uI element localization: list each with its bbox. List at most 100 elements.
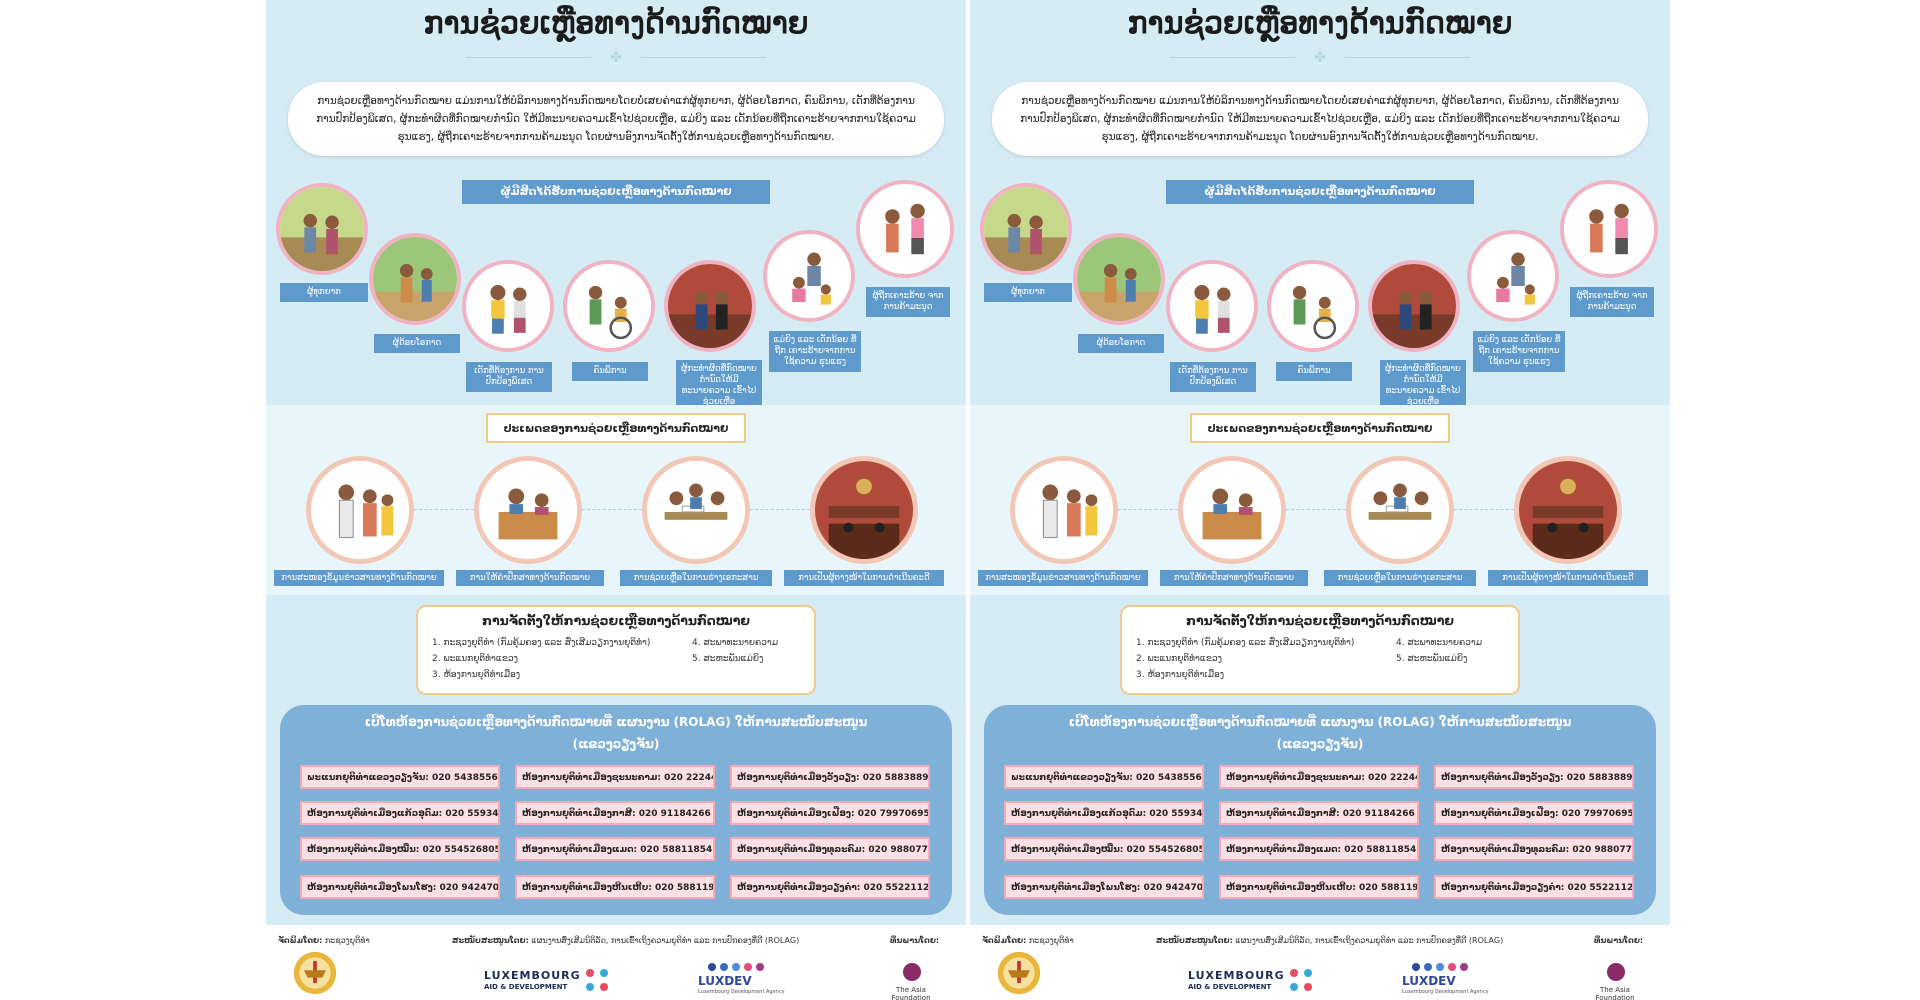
- luxembourg-aid-logo: LUXEMBOURG AID & DEVELOPMENT: [1188, 965, 1318, 995]
- ministry-emblem-icon: [997, 951, 1041, 995]
- connector-line: [1286, 509, 1346, 510]
- provider-item: 1. ກະຊວງຍຸຕິທຳ (ກົມຄຸ້ມຄອງ ແລະ ສົ່ງເສີມວ…: [1136, 638, 1355, 648]
- provider-item: 1. ກະຊວງຍຸຕິທຳ (ກົມຄຸ້ມຄອງ ແລະ ສົ່ງເສີມວ…: [432, 638, 651, 648]
- disabled-people-image: [563, 260, 655, 352]
- poster-title: ການຊ່ວຍເຫຼືອທາງດ້ານກົດໝາຍ: [1127, 6, 1513, 41]
- phone-cell: ຫ້ອງການຍຸຕິທຳເມືອງແມດ: 020 58811854: [515, 837, 715, 861]
- intro-text: ການຊ່ວຍເຫຼືອທາງດ້ານກົດໝາຍ ແມ່ນການໃຫ້ບໍລິ…: [288, 82, 944, 156]
- luxdev-logo: LUXDEV Luxembourg Development Agency: [698, 962, 785, 996]
- disadvantaged-image: [369, 233, 461, 325]
- luxdev-dots-icon: [708, 963, 764, 971]
- phone-directory: ເບີໂທຫ້ອງການຊ່ວຍເຫຼືອທາງດ້ານກົດໝາຍທີ່ ແຜ…: [984, 705, 1656, 915]
- providers-heading: ການຈັດຕັ້ງໃຫ້ການຊ່ວຍເຫຼືອທາງດ້ານກົດໝາຍ: [1186, 613, 1454, 628]
- children-protection-image: [1166, 260, 1258, 352]
- poor-people-image: [980, 183, 1072, 275]
- phone-cell: ຫ້ອງການຍຸຕິທຳເມືອງແມດ: 020 58811854: [1219, 837, 1419, 861]
- type-label-drafting: ການຊ່ວຍເຫຼືອໃນການຮ່າງເອກະສານ: [1324, 570, 1476, 586]
- court-representation-image: [810, 456, 918, 564]
- phone-cell: ຫ້ອງການຍຸຕິທຳເມືອງເຟືອງ: 020 79970695: [1434, 801, 1634, 825]
- ministry-emblem-icon: [293, 951, 337, 995]
- phone-heading: ເບີໂທຫ້ອງການຊ່ວຍເຫຼືອທາງດ້ານກົດໝາຍທີ່ ແຜ…: [1068, 715, 1572, 729]
- phone-cell: ຫ້ອງການຍຸຕິທຳເມືອງແກ້ວອຸດົມ: 020 5593410…: [1004, 801, 1204, 825]
- phone-cell: ພະແນກຍຸຕິທຳແຂວງວຽງຈັນ: 020 54385565: [1004, 765, 1204, 789]
- footer: [266, 925, 966, 1000]
- connector-line: [582, 509, 642, 510]
- type-label-drafting: ການຊ່ວຍເຫຼືອໃນການຮ່າງເອກະສານ: [620, 570, 772, 586]
- document-drafting-image: [642, 456, 750, 564]
- trafficking-victims-image: [1560, 180, 1658, 278]
- asia-foundation-mark-icon: [903, 963, 921, 981]
- phone-cell: ຫ້ອງການຍຸຕິທຳເມືອງຊະນະຄາມ: 020 22244611: [1219, 765, 1419, 789]
- luxdev-logo: LUXDEV Luxembourg Development Agency: [1402, 962, 1489, 996]
- phone-cell: ຫ້ອງການຍຸຕິທຳເມືອງໝື່ນ: 020 554526805: [1004, 837, 1204, 861]
- phone-heading: ເບີໂທຫ້ອງການຊ່ວຍເຫຼືອທາງດ້ານກົດໝາຍທີ່ ແຜ…: [364, 715, 868, 729]
- type-label-information: ການສະໜອງຂໍ້ມູນຂ່າວສານທາງດ້ານກົດໝາຍ: [978, 570, 1148, 586]
- providers-box: ການຈັດຕັ້ງໃຫ້ການຊ່ວຍເຫຼືອທາງດ້ານກົດໝາຍ 1…: [1120, 605, 1520, 695]
- providers-list-2: 4. ສະພາທະນາຍຄວາມ 5. ສະຫະພັນແມ່ຍິງ: [692, 635, 778, 667]
- phone-cell: ຫ້ອງການຍຸຕິທຳເມືອງໂພນໂຮງ: 020 94247094: [300, 875, 500, 899]
- beneficiaries-heading: ຜູ້ມີສິດໄດ້ຮັບການຊ່ວຍເຫຼືອທາງດ້ານກົດໝາຍ: [1166, 180, 1474, 204]
- poor-people-image: [276, 183, 368, 275]
- trafficking-victims-image: [856, 180, 954, 278]
- providers-list-1: 1. ກະຊວງຍຸຕິທຳ (ກົມຄຸ້ມຄອງ ແລະ ສົ່ງເສີມວ…: [1136, 635, 1354, 683]
- types-heading: ປະເພດຂອງການຊ່ວຍເຫຼືອທາງດ້ານກົດໝາຍ: [486, 413, 746, 443]
- type-label-information: ການສະໜອງຂໍ້ມູນຂ່າວສານທາງດ້ານກົດໝາຍ: [274, 570, 444, 586]
- phone-subheading: (ແຂວງວຽງຈັນ): [572, 737, 660, 751]
- violence-victims-image: [1467, 230, 1559, 322]
- poster-right: ການຊ່ວຍເຫຼືອທາງດ້ານກົດໝາຍ ✤ ການຊ່ວຍເຫຼືອ…: [970, 0, 1670, 1000]
- asia-foundation-logo: The Asia Foundation: [876, 962, 946, 1000]
- phone-cell: ຫ້ອງການຍຸຕິທຳເມືອງວັງວຽງ: 020 58838899: [1434, 765, 1634, 789]
- phone-cell: ຫ້ອງການຍຸຕິທຳເມືອງວຽງຄຳ: 020 55221127: [1434, 875, 1634, 899]
- providers-list-2: 4. ສະພາທະນາຍຄວາມ 5. ສະຫະພັນແມ່ຍິງ: [1396, 635, 1482, 667]
- phone-cell: ຫ້ອງການຍຸຕິທຳເມືອງແກ້ວອຸດົມ: 020 5593410…: [300, 801, 500, 825]
- beneficiary-label-violence-victims: ແມ່ຍິງ ແລະ ເດັກນ້ອຍ ທີ່ຖືກ ເຄາະຮ້າຍຈາກກາ…: [1473, 331, 1565, 372]
- legal-information-image: [306, 456, 414, 564]
- phone-cell: ຫ້ອງການຍຸຕິທຳເມືອງໂພນໂຮງ: 020 94247094: [1004, 875, 1204, 899]
- disabled-people-image: [1267, 260, 1359, 352]
- supported-by: ສະໜັບສະໜູນໂດຍ: ແຜນງານສົ່ງເສີມນິຕິລັດ, ກາ…: [1156, 936, 1504, 945]
- beneficiary-label-disadvantaged: ຜູ້ດ້ອຍໂອກາດ: [1078, 334, 1164, 353]
- ornament-divider: ✤: [1170, 50, 1470, 66]
- provider-item: 4. ສະພາທະນາຍຄວາມ: [1396, 638, 1483, 648]
- beneficiary-label-children: ເດັກທີ່ຕ້ອງການ ການປົກປ້ອງພິເສດ: [1170, 362, 1256, 392]
- ornament-divider: ✤: [466, 50, 766, 66]
- beneficiary-label-children: ເດັກທີ່ຕ້ອງການ ການປົກປ້ອງພິເສດ: [466, 362, 552, 392]
- legal-advice-image: [1178, 456, 1286, 564]
- supported-by: ສະໜັບສະໜູນໂດຍ: ແຜນງານສົ່ງເສີມນິຕິລັດ, ກາ…: [452, 936, 800, 945]
- printed-by: ຈັດພິມໂດຍ: ກະຊວງຍຸຕິທຳ: [278, 936, 370, 945]
- violence-victims-image: [763, 230, 855, 322]
- luxembourg-aid-mark-icon: [1290, 969, 1312, 991]
- type-label-advice: ການໃຫ້ຄຳປຶກສາທາງດ້ານກົດໝາຍ: [1160, 570, 1308, 586]
- offenders-image: [664, 260, 756, 352]
- providers-list-1: 1. ກະຊວງຍຸຕິທຳ (ກົມຄຸ້ມຄອງ ແລະ ສົ່ງເສີມວ…: [432, 635, 650, 683]
- phone-cell: ຫ້ອງການຍຸຕິທຳເມືອງຊະນະຄາມ: 020 22244611: [515, 765, 715, 789]
- beneficiary-label-offenders: ຜູ້ກະທຳຜິດທີ່ກົດໝາຍ ກຳນົດໃຫ້ມີທະນາຍຄວາມ …: [676, 360, 762, 412]
- beneficiary-label-poor: ຜູ້ທຸກຍາກ: [984, 283, 1072, 302]
- provider-item: 3. ຫ້ອງການຍຸຕິທຳເມືອງ: [432, 670, 521, 680]
- type-label-representation: ການເປັນຜູ້ຕາງໜ້າໃນການດຳເນີນຄະດີ: [784, 570, 944, 586]
- phone-directory: ເບີໂທຫ້ອງການຊ່ວຍເຫຼືອທາງດ້ານກົດໝາຍທີ່ ແຜ…: [280, 705, 952, 915]
- disadvantaged-image: [1073, 233, 1165, 325]
- asia-foundation-logo: The Asia Foundation: [1580, 962, 1650, 1000]
- connector-line: [750, 509, 810, 510]
- connector-line: [1118, 509, 1178, 510]
- phone-cell: ພະແນກຍຸຕິທຳແຂວງວຽງຈັນ: 020 54385565: [300, 765, 500, 789]
- phone-cell: ຫ້ອງການຍຸຕິທຳເມືອງຫີນເຫີບ: 020 58811941: [1219, 875, 1419, 899]
- providers-heading: ການຈັດຕັ້ງໃຫ້ການຊ່ວຍເຫຼືອທາງດ້ານກົດໝາຍ: [482, 613, 750, 628]
- phone-cell: ຫ້ອງການຍຸຕິທຳເມືອງກາສີ: 020 91184266: [1219, 801, 1419, 825]
- phone-subheading: (ແຂວງວຽງຈັນ): [1276, 737, 1364, 751]
- poster-left: ການຊ່ວຍເຫຼືອທາງດ້ານກົດໝາຍ ✤ ການຊ່ວຍເຫຼືອ…: [266, 0, 966, 1000]
- provider-item: 5. ສະຫະພັນແມ່ຍິງ: [1396, 654, 1468, 664]
- provider-item: 2. ພະແນກຍຸຕິທຳແຂວງ: [1136, 654, 1223, 664]
- phone-cell: ຫ້ອງການຍຸຕິທຳເມືອງວຽງຄຳ: 020 55221127: [730, 875, 930, 899]
- phone-cell: ຫ້ອງການຍຸຕິທຳເມືອງທຸລະຄົມ: 020 98807749: [730, 837, 930, 861]
- phone-cell: ຫ້ອງການຍຸຕິທຳເມືອງໝື່ນ: 020 554526805: [300, 837, 500, 861]
- intro-text: ການຊ່ວຍເຫຼືອທາງດ້ານກົດໝາຍ ແມ່ນການໃຫ້ບໍລິ…: [992, 82, 1648, 156]
- phone-cell: ຫ້ອງການຍຸຕິທຳເມືອງເຟືອງ: 020 79970695: [730, 801, 930, 825]
- provider-item: 2. ພະແນກຍຸຕິທຳແຂວງ: [432, 654, 519, 664]
- phone-cell: ຫ້ອງການຍຸຕິທຳເມືອງທຸລະຄົມ: 020 98807749: [1434, 837, 1634, 861]
- provider-item: 5. ສະຫະພັນແມ່ຍິງ: [692, 654, 764, 664]
- phone-cell: ຫ້ອງການຍຸຕິທຳເມືອງກາສີ: 020 91184266: [515, 801, 715, 825]
- phone-cell: ຫ້ອງການຍຸຕິທຳເມືອງຫີນເຫີບ: 020 58811941: [515, 875, 715, 899]
- connector-line: [1454, 509, 1514, 510]
